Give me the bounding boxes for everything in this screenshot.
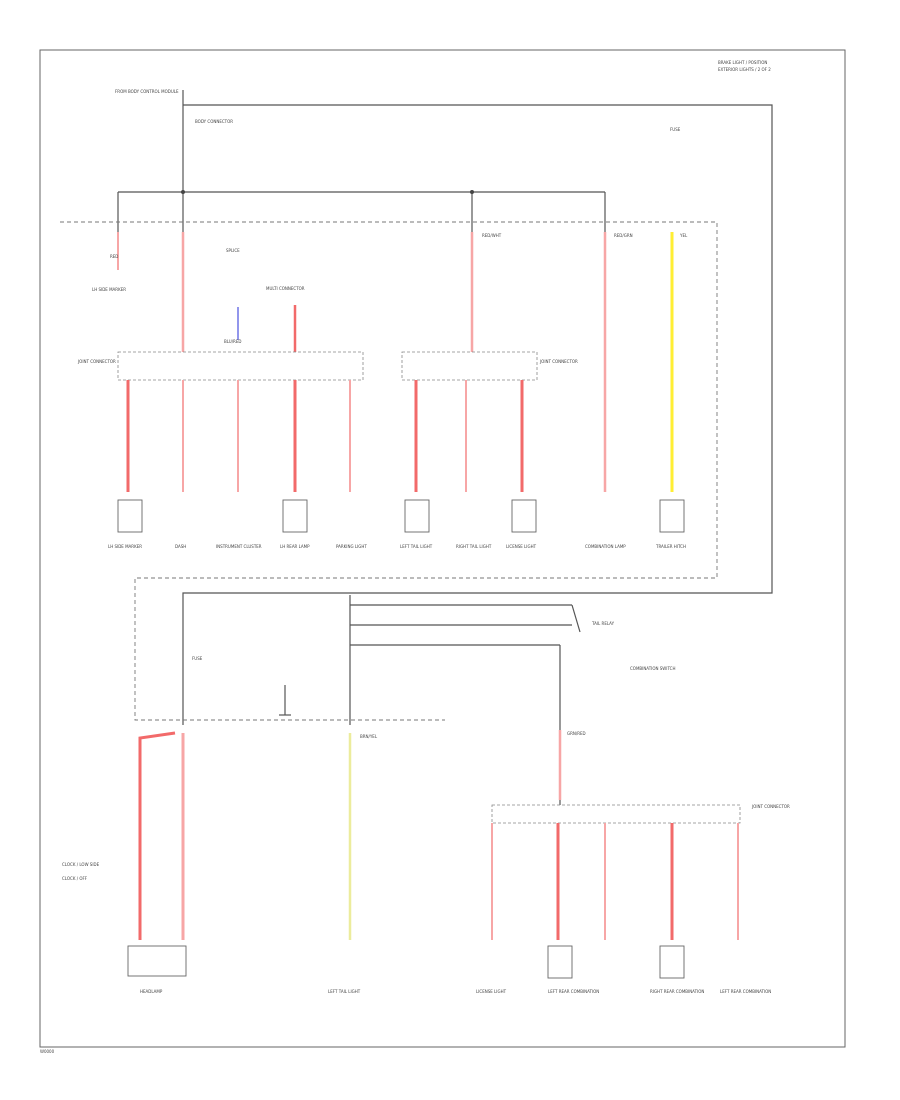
diagram-frame (39, 49, 846, 1048)
comp-left-rear-combination (547, 945, 573, 979)
header-title-line2: EXTERIOR LIGHTS / 2 OF 2 (718, 67, 771, 72)
lower-comp-label-1: LEFT TAIL LIGHT (328, 989, 361, 994)
fuse-top-label: FUSE (670, 127, 681, 132)
tag-wire-redwht: RED/WHT (482, 233, 502, 238)
comp-lh-side-marker (117, 499, 143, 533)
label-lh-side-marker-conn: LH SIDE MARKER (92, 287, 126, 292)
comp-left-tail (404, 499, 430, 533)
footer-page-id: W0000 (40, 1049, 55, 1054)
splice-label: SPLICE (226, 248, 240, 253)
right-connector-label: JOINT CONNECTOR (539, 359, 578, 364)
upper-comp-label-3: LH REAR LAMP (280, 544, 310, 549)
tag-wire-redgrn: RED/GRN (614, 233, 633, 238)
upper-comp-label-0: LH SIDE MARKER (108, 544, 142, 549)
upper-comp-label-9: TRAILER HITCH (655, 544, 686, 549)
switch-label: COMBINATION SWITCH (630, 666, 675, 671)
lower-comp-label-5: LEFT REAR COMBINATION (720, 989, 771, 994)
body-connector-label: BODY CONNECTOR (195, 119, 233, 124)
comp-license (511, 499, 537, 533)
comp-right-rear-combination (659, 945, 685, 979)
lower-comp-label-2: LICENSE LIGHT (476, 989, 507, 994)
lower-comp-label-4: RIGHT REAR COMBINATION (650, 989, 704, 994)
left-joint-connector (117, 351, 364, 381)
tag-wire-yel: YEL (679, 233, 688, 238)
tag-wire-red: RED (110, 254, 118, 259)
left-connector-label: JOINT CONNECTOR (77, 359, 116, 364)
wire-headlamp-red (138, 731, 176, 940)
lower-joint-connector (491, 804, 741, 824)
tag-wire-grnred: GRN/RED (567, 731, 586, 736)
comp-lh-rear-lamp (282, 499, 308, 533)
fuse-bottom-label: FUSE (192, 656, 203, 661)
upper-comp-label-1: DASH (175, 544, 186, 549)
upper-comp-label-2: INSTRUMENT CLUSTER (216, 544, 262, 549)
upper-module-boundary (60, 221, 718, 721)
source-note: FROM BODY CONTROL MODULE (115, 89, 179, 94)
relay-contact (571, 604, 581, 633)
lower-comp-label-3: LEFT REAR COMBINATION (548, 989, 599, 994)
top-loop-wire (182, 104, 773, 725)
upper-comp-label-6: RIGHT TAIL LIGHT (456, 544, 492, 549)
relay-label: TAIL RELAY (591, 621, 615, 626)
upper-comp-label-8: COMBINATION LAMP (585, 544, 626, 549)
legend-1: CLOCK / LOW SIDE (62, 862, 100, 867)
bus-node-1 (181, 190, 185, 194)
bus-node-2 (470, 190, 474, 194)
comp-headlamp (127, 945, 187, 977)
legend-2: CLOCK / OFF (62, 876, 88, 881)
upper-comp-label-7: LICENSE LIGHT (506, 544, 537, 549)
label-multi-connector: MULTI CONNECTOR (266, 286, 305, 291)
lower-connector-label: JOINT CONNECTOR (751, 804, 790, 809)
upper-comp-label-4: PARKING LIGHT (336, 544, 367, 549)
label-blu: BLU/RED (224, 339, 241, 344)
lower-comp-label-0: HEADLAMP (140, 989, 163, 994)
tag-wire-brnyel: BRN/YEL (360, 734, 378, 739)
header-title-line1: BRAKE LIGHT / POSITION (718, 60, 767, 65)
right-joint-connector (401, 351, 538, 381)
upper-comp-label-5: LEFT TAIL LIGHT (400, 544, 433, 549)
comp-trailer (659, 499, 685, 533)
